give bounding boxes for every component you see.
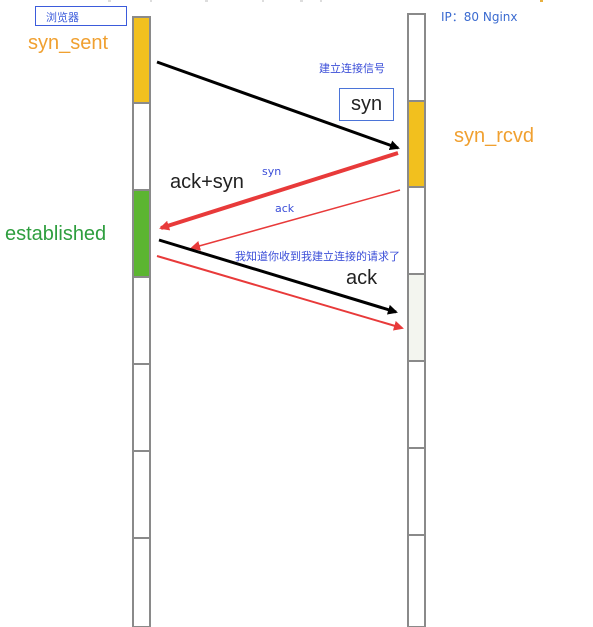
server-segment-7 [407,534,426,627]
client-segment-6 [132,450,151,539]
client-label-box: 浏览器 [35,6,127,26]
request-ack-note: 我知道你收到我建立连接的请求了 [235,250,400,263]
established-label: established [5,223,107,245]
client-segment-5 [132,363,151,452]
server-segment-4 [407,273,426,362]
ack-label: ack [346,267,378,289]
syn-label-box: syn [339,88,394,121]
syn-sent-label: syn_sent [28,32,109,54]
client-segment-1 [132,16,151,104]
syn-rcvd-label: syn_rcvd [454,125,535,147]
connect-signal-note: 建立连接信号 [319,62,385,75]
client-segment-3 [132,189,151,278]
ack-syn-label: ack+syn [170,171,244,193]
client-label: 浏览器 [46,11,79,24]
ack-syn-arrow [159,151,399,231]
ack-note: ack [275,202,295,215]
syn-arrow [156,60,400,151]
ack-red-thin-line [156,255,404,331]
syn-note: syn [262,165,282,178]
server-segment-6 [407,447,426,536]
server-segment-5 [407,360,426,449]
client-timeline [132,16,151,627]
client-segment-2 [132,102,151,191]
server-segment-1 [407,13,426,102]
ack-arrow [158,238,398,315]
client-segment-4 [132,276,151,365]
server-segment-3 [407,186,426,275]
ack-syn-red-thin-line [190,189,401,251]
top-strip [0,0,593,4]
server-timeline [407,13,426,627]
server-segment-2 [407,100,426,188]
client-segment-7 [132,537,151,627]
server-label: IP：80 Nginx [441,10,518,24]
syn-label: syn [350,93,383,115]
